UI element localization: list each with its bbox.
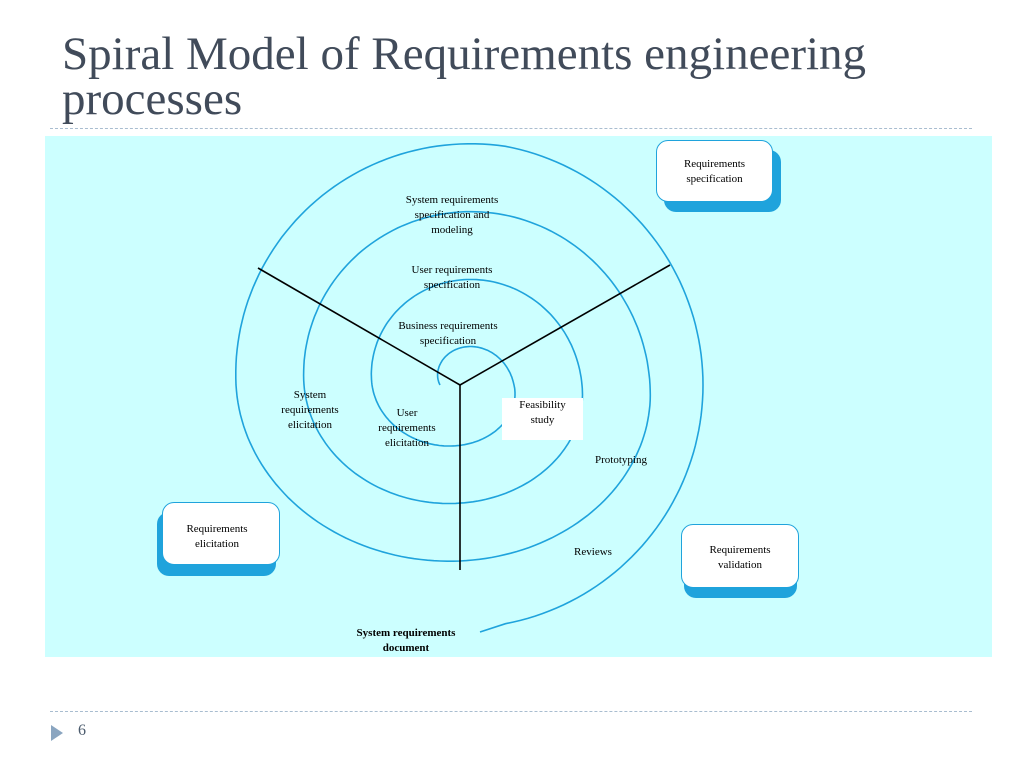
requirements-elicitation-box: Requirements elicitation [162, 502, 280, 565]
label-prototyping: Prototyping [595, 454, 647, 466]
sector-line-specification-validation [459, 264, 671, 386]
label-system-requirements-specification-modeling: System requirements specification and mo… [405, 194, 499, 236]
slide-title: Spiral Model of Requirements engineering… [62, 28, 867, 125]
requirements-specification-box: Requirements specification [656, 140, 773, 202]
requirements-validation-box: Requirements validation [681, 524, 799, 588]
page-number: 6 [78, 722, 86, 739]
label-requirements-validation: Requirements validation [709, 544, 771, 571]
label-feasibility-study: Feasibility study [519, 399, 566, 426]
feasibility-study-box: Feasibility study [502, 398, 583, 440]
label-requirements-elicitation: Requirements elicitation [186, 523, 248, 550]
label-requirements-specification: Requirements specification [683, 158, 746, 185]
title-divider [50, 128, 972, 129]
footer-divider [50, 711, 972, 712]
label-business-requirements-specification: Business requirements specification [398, 320, 498, 347]
label-system-requirements-elicitation: System requirements elicitation [281, 389, 339, 431]
label-user-requirements-specification: User requirements specification [411, 264, 493, 291]
sector-line-elicitation-specification [257, 267, 461, 386]
label-user-requirements-elicitation: User requirements elicitation [378, 407, 436, 449]
triangle-bullet-icon [51, 725, 63, 741]
label-system-requirements-document: System requirements document [356, 627, 456, 654]
label-reviews: Reviews [574, 546, 612, 558]
